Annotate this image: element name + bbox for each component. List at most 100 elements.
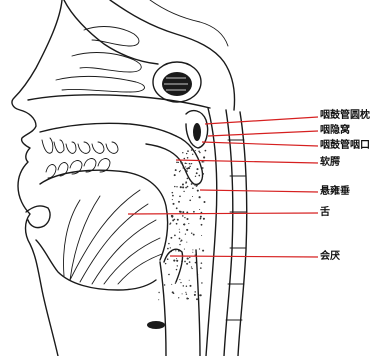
stipple-dot (192, 154, 193, 155)
stipple-dot (172, 199, 173, 200)
stipple-dot (186, 168, 188, 170)
stipple-dot (182, 186, 184, 188)
stipple-dot (168, 243, 169, 244)
stipple-dot (184, 224, 186, 226)
stipple-dot (189, 280, 190, 281)
stipple-dot (202, 250, 204, 252)
stipple-dot (180, 162, 182, 164)
leader-epiglottis (170, 256, 318, 257)
stipple-dot (204, 201, 206, 203)
stipple-dot (194, 291, 196, 293)
stipple-dot (183, 285, 185, 287)
stipple-dot (200, 216, 202, 218)
leader-tongue (128, 213, 318, 214)
stipple-dot (178, 297, 179, 298)
stipple-dot (172, 192, 174, 194)
stipple-dot (191, 232, 192, 233)
stipple-dot (185, 187, 187, 189)
label-uvula: 悬雍垂 (320, 186, 350, 198)
stipple-dot (186, 285, 187, 286)
stipple-dot (179, 195, 181, 197)
stipple-dot (189, 166, 191, 168)
stipple-dot (189, 285, 191, 287)
stipple-dot (191, 268, 192, 269)
stipple-dot (170, 237, 172, 239)
stipple-dot (174, 219, 176, 221)
leader-pharyngeal-tube-opening (202, 142, 318, 146)
stipple-dot (194, 294, 196, 296)
stipple-dot (189, 257, 190, 258)
stipple-dot (168, 274, 169, 275)
stipple-dot (192, 188, 194, 190)
stipple-dot (202, 167, 204, 169)
turbinate-middle (72, 53, 141, 72)
spine-front (224, 110, 233, 356)
stipple-dot (183, 191, 184, 192)
stipple-dot (176, 258, 177, 259)
stipple-dot (176, 207, 178, 209)
epiglottis-outline (164, 249, 183, 282)
stipple-dot (177, 219, 179, 221)
stipple-dot (185, 292, 186, 293)
stipple-dot (184, 249, 185, 250)
pharyngeal-tissue-stipple (158, 149, 206, 300)
label-tongue: 舌 (320, 207, 330, 219)
stipple-dot (184, 261, 186, 263)
stipple-dot (185, 233, 186, 234)
hyoid-bone (147, 321, 165, 329)
stipple-dot (200, 267, 202, 269)
hard-palate (40, 123, 176, 136)
stipple-dot (182, 293, 183, 294)
stipple-dot (187, 186, 189, 188)
stipple-dot (173, 260, 175, 262)
label-soft-palate: 软腭 (320, 157, 340, 169)
stipple-dot (186, 229, 188, 231)
stipple-dot (187, 258, 189, 260)
stipple-dot (184, 158, 186, 160)
stipple-dot (178, 201, 180, 203)
stipple-dot (186, 163, 187, 164)
stipple-dot (176, 260, 178, 262)
stipple-dot (158, 292, 159, 293)
stipple-dot (191, 266, 192, 267)
stipple-dot (199, 152, 201, 154)
tongue-outline (40, 170, 168, 260)
stipple-dot (187, 178, 189, 180)
stipple-dot (179, 279, 180, 280)
stipple-dot (180, 170, 181, 171)
leader-soft-palate (176, 160, 318, 163)
stipple-dot (182, 184, 183, 185)
stipple-dot (193, 234, 195, 236)
stipple-dot (201, 235, 202, 236)
stipple-dot (175, 250, 176, 251)
stipple-dot (172, 291, 174, 293)
stipple-dot (186, 153, 187, 154)
label-epiglottis: 会厌 (320, 251, 340, 263)
larynx-back (196, 250, 200, 356)
stipple-dot (186, 263, 188, 265)
stipple-dot (202, 173, 204, 175)
stipple-dot (182, 215, 184, 217)
stipple-dot (178, 162, 179, 163)
stipple-dot (199, 209, 200, 210)
stipple-dot (196, 172, 198, 174)
stipple-dot (192, 196, 193, 197)
stipple-dot (179, 244, 180, 245)
stipple-dot (174, 174, 176, 176)
stipple-dot (172, 203, 174, 205)
label-torus-tubarius: 咽鼓管圆枕 (320, 110, 370, 122)
stipple-dot (194, 185, 195, 186)
stipple-dot (179, 232, 180, 233)
stipple-dot (199, 196, 201, 198)
stipple-dot (185, 166, 186, 167)
stipple-dot (195, 255, 196, 256)
stipple-dot (198, 175, 200, 177)
stipple-dot (167, 258, 169, 260)
stipple-dot (200, 294, 202, 296)
stipple-dot (186, 170, 188, 172)
stipple-dot (185, 169, 187, 171)
stipple-dot (176, 269, 177, 270)
stipple-dot (201, 161, 203, 163)
stipple-dot (195, 150, 196, 151)
stipple-dot (185, 162, 187, 164)
